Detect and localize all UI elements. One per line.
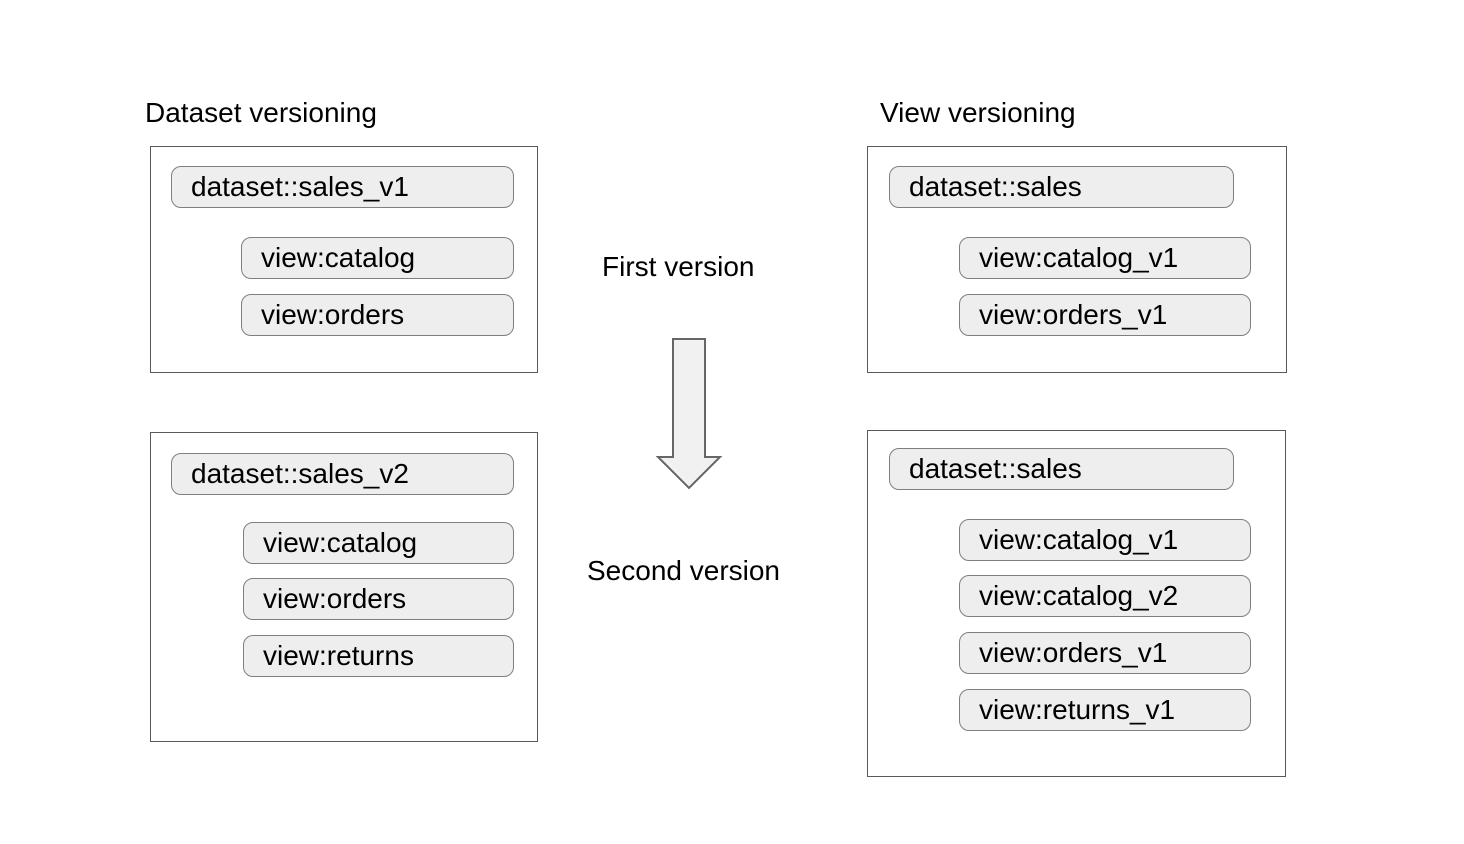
- block-arrow-down-icon: [654, 337, 724, 491]
- view-versioning-box-first: dataset::sales view:catalog_v1 view:orde…: [867, 146, 1287, 373]
- second-version-label: Second version: [587, 555, 781, 586]
- view-pill: view:catalog: [241, 237, 514, 279]
- dataset-versioning-box-v2: dataset::sales_v2 view:catalog view:orde…: [150, 432, 538, 742]
- dataset-pill: dataset::sales_v2: [171, 453, 514, 495]
- dataset-versioning-box-v1: dataset::sales_v1 view:catalog view:orde…: [150, 146, 538, 373]
- view-pill: view:catalog_v1: [959, 519, 1251, 561]
- view-pill: view:returns_v1: [959, 689, 1251, 731]
- dataset-pill: dataset::sales: [889, 448, 1234, 490]
- first-version-label: First version: [602, 251, 755, 282]
- view-versioning-box-second: dataset::sales view:catalog_v1 view:cata…: [867, 430, 1286, 777]
- view-pill: view:catalog_v2: [959, 575, 1251, 617]
- view-pill: view:catalog_v1: [959, 237, 1251, 279]
- view-versioning-title: View versioning: [880, 97, 1076, 128]
- dataset-versioning-title: Dataset versioning: [145, 97, 377, 128]
- view-pill: view:orders: [241, 294, 514, 336]
- view-pill: view:orders_v1: [959, 294, 1251, 336]
- view-pill: view:orders: [243, 578, 514, 620]
- view-pill: view:returns: [243, 635, 514, 677]
- dataset-pill: dataset::sales_v1: [171, 166, 514, 208]
- view-pill: view:catalog: [243, 522, 514, 564]
- dataset-pill: dataset::sales: [889, 166, 1234, 208]
- view-pill: view:orders_v1: [959, 632, 1251, 674]
